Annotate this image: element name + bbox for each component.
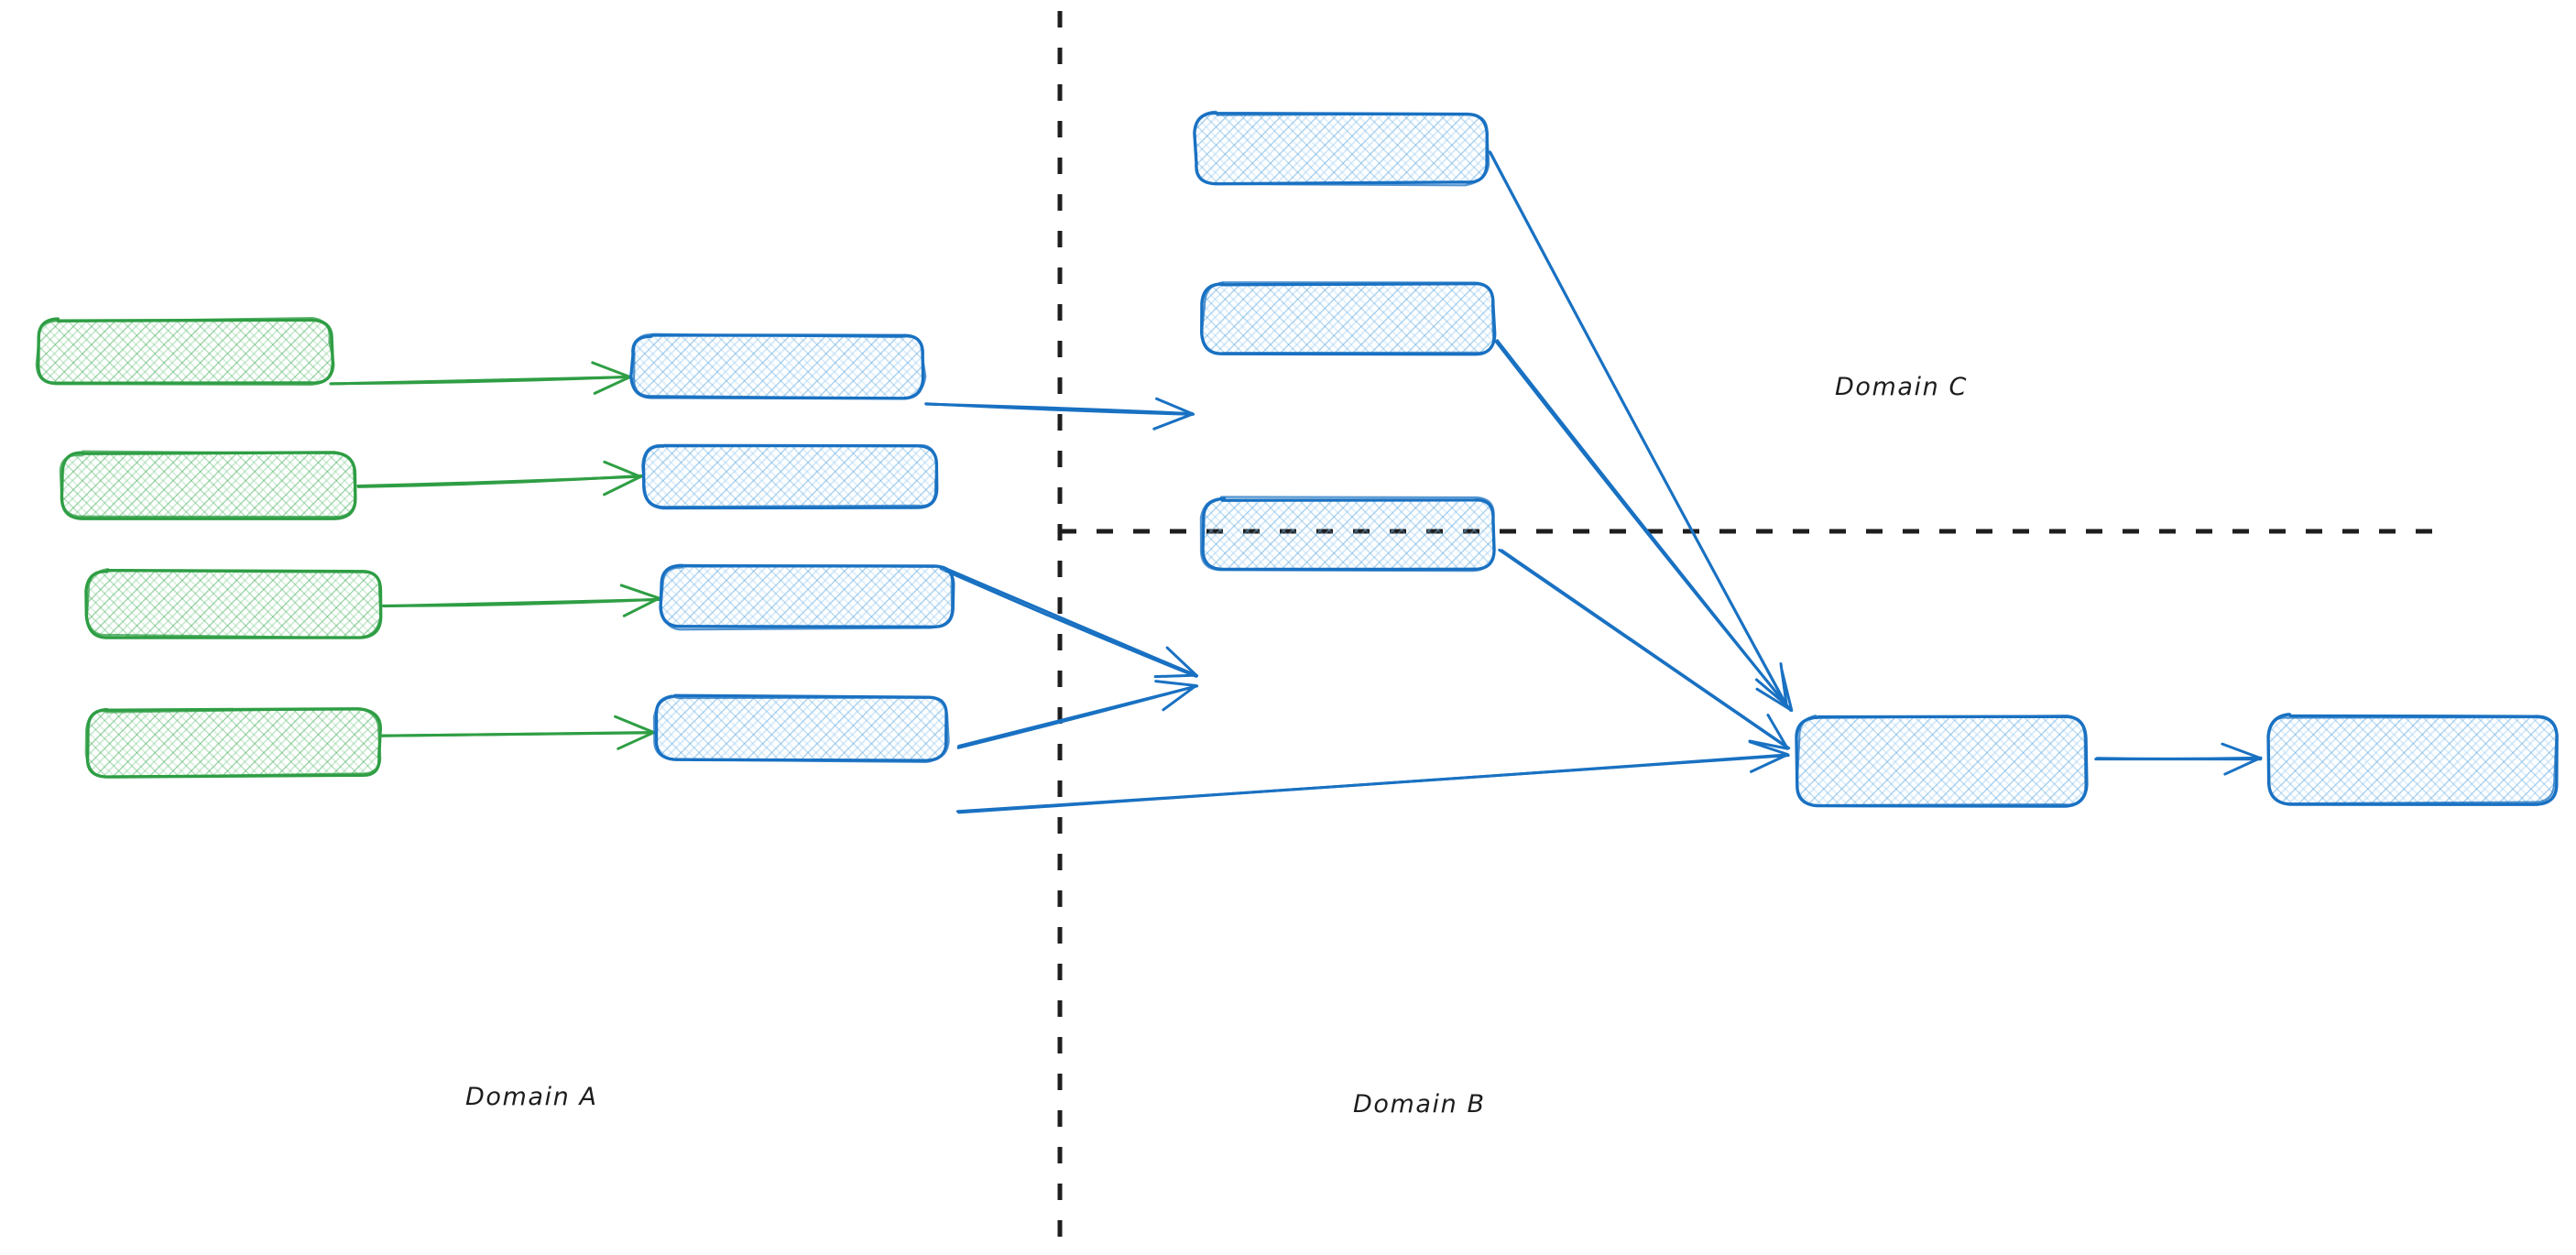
- edge-a4-m4-stroke: [380, 730, 657, 737]
- edge-a1-m1-stroke: [329, 375, 633, 386]
- edge-b3-c1: [1498, 548, 1791, 750]
- node-layer: [35, 110, 2559, 808]
- edge-m3-b3: [956, 680, 1199, 749]
- edge-b3-c1-stroke: [1500, 549, 1791, 750]
- domain-c-label: Domain C: [1835, 373, 1969, 401]
- edge-m1-b2-arrowhead-icon: [1152, 397, 1195, 431]
- edge-c1-c2-arrowhead-icon: [2221, 742, 2262, 776]
- source-node-a1[interactable]: [35, 317, 335, 387]
- process-node-m1-outline: [633, 333, 927, 399]
- domain-b-node-b3-fill: [1203, 499, 1494, 569]
- edge-m4-c1-stroke: [955, 753, 1790, 813]
- edge-m3-b3-stroke: [956, 684, 1197, 749]
- source-node-a4[interactable]: [84, 707, 382, 779]
- domain-b-node-b2-fill: [1203, 284, 1494, 354]
- process-node-m3[interactable]: [659, 563, 955, 631]
- edge-b2-c1: [1494, 339, 1794, 713]
- domain-b-node-b3-outline: [1201, 497, 1496, 572]
- process-node-m2-outline: [641, 443, 938, 508]
- edge-layer: [329, 150, 2263, 814]
- source-node-a3[interactable]: [84, 568, 383, 639]
- output-node-c2[interactable]: [2266, 713, 2559, 806]
- aggregation-node-c1-outline: [1796, 715, 2087, 807]
- edge-m2-b3-stroke: [939, 567, 1198, 678]
- edge-b1-c1-stroke: [1488, 150, 1788, 706]
- edge-m1-b2: [924, 397, 1195, 431]
- edge-a3-m3-stroke: [381, 597, 660, 607]
- edge-a3-m3-arrowhead-icon: [619, 584, 661, 617]
- edge-m1-b2-stroke: [924, 402, 1195, 416]
- process-node-m1-fill: [632, 335, 923, 398]
- domain-a-label: Domain A: [465, 1083, 598, 1111]
- edge-b1-c1: [1488, 150, 1788, 707]
- domain-b-node-b1-fill: [1195, 114, 1487, 183]
- process-node-m4[interactable]: [652, 693, 950, 763]
- edge-c1-c2: [2094, 742, 2263, 776]
- process-node-m2-fill: [644, 445, 937, 507]
- source-node-a2[interactable]: [59, 450, 357, 520]
- source-node-a3-fill: [87, 571, 380, 637]
- edge-m3-b3-arrowhead-icon: [1154, 680, 1198, 712]
- source-node-a1-fill: [38, 320, 332, 384]
- edge-b2-c1-arrowhead-icon: [1755, 668, 1794, 713]
- aggregation-node-c1[interactable]: [1795, 715, 2089, 808]
- process-node-m3-outline: [660, 563, 954, 631]
- domain-b-node-b1[interactable]: [1193, 110, 1490, 187]
- edge-a2-m2-arrowhead-icon: [603, 460, 642, 497]
- domain-b-node-b3-outline: [1199, 496, 1496, 573]
- edge-m2-b3: [939, 565, 1199, 679]
- process-node-m4-outline: [652, 695, 950, 763]
- domain-b-label: Domain B: [1353, 1090, 1486, 1119]
- output-node-c2-outline: [2267, 715, 2558, 805]
- edge-a1-m1: [329, 361, 633, 395]
- process-node-m1[interactable]: [629, 333, 927, 400]
- edge-b2-c1-stroke: [1494, 340, 1792, 711]
- edge-a2-m2-stroke: [356, 474, 643, 488]
- edge-a3-m3: [381, 584, 661, 617]
- edge-m4-c1-arrowhead-icon: [1748, 740, 1790, 773]
- domain-b-node-b3[interactable]: [1199, 496, 1496, 573]
- domain-b-node-b2-outline: [1200, 280, 1495, 355]
- divider-layer: [1057, 11, 2448, 1244]
- aggregation-node-c1-fill: [1797, 717, 2086, 805]
- source-node-a4-fill: [87, 710, 380, 776]
- domain-b-node-b1-outline: [1193, 110, 1490, 187]
- source-node-a1-outline: [35, 317, 335, 387]
- edge-a4-m4: [380, 715, 657, 750]
- edge-b3-c1-arrowhead-icon: [1748, 714, 1789, 750]
- process-node-m4-fill: [656, 696, 947, 760]
- source-node-a2-fill: [62, 453, 355, 518]
- edge-m4-c1: [955, 740, 1790, 814]
- process-node-m3-fill: [661, 565, 953, 628]
- domain-b-node-b2[interactable]: [1200, 280, 1497, 356]
- source-node-a4-outline: [84, 707, 382, 779]
- edge-a2-m2: [356, 460, 643, 497]
- edge-m2-b3-arrowhead-icon: [1153, 646, 1198, 679]
- source-node-a3-outline: [85, 568, 382, 639]
- source-node-a2-outline: [59, 450, 356, 518]
- output-node-c2-fill: [2269, 715, 2556, 803]
- edge-m2-b3-stroke: [941, 565, 1199, 678]
- process-node-m2[interactable]: [641, 443, 939, 510]
